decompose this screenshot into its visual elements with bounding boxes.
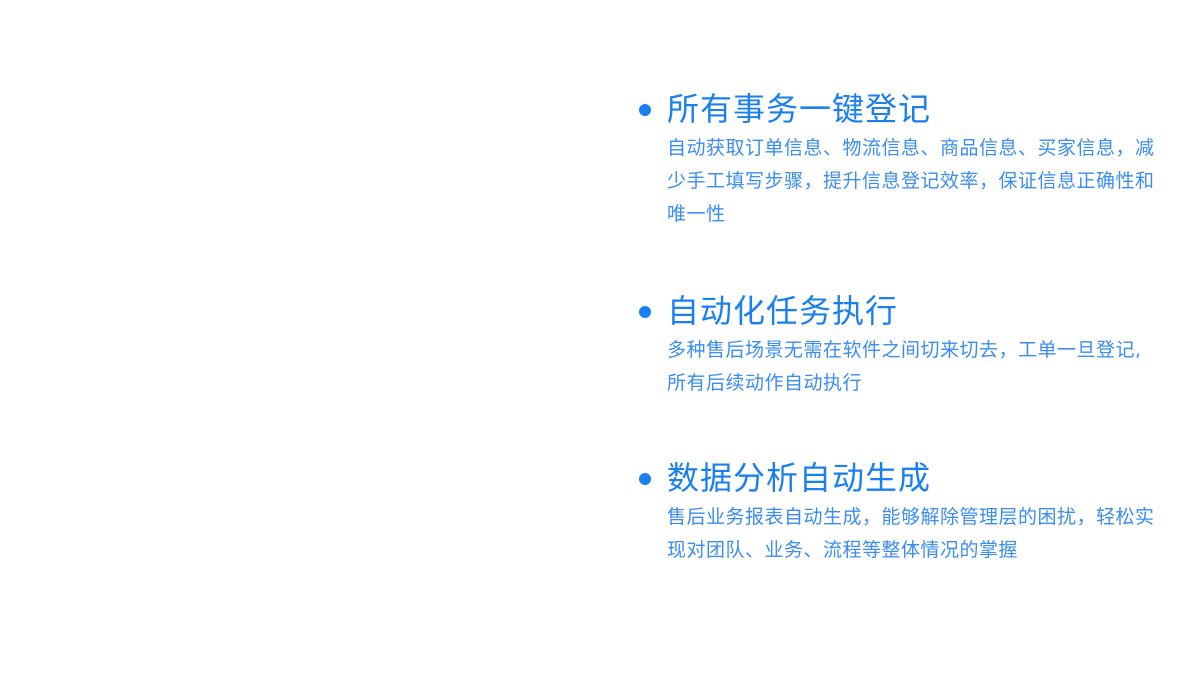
feature-list: 所有事务一键登记 自动获取订单信息、物流信息、商品信息、买家信息，减少手工填写步… [637, 86, 1167, 567]
bullet-dot-icon [639, 306, 651, 318]
feature-item-data-analysis: 数据分析自动生成 售后业务报表自动生成，能够解除管理层的困扰，轻松实现对团队、业… [637, 455, 1167, 567]
feature-title: 数据分析自动生成 [667, 459, 932, 497]
feature-item-one-click-registration: 所有事务一键登记 自动获取订单信息、物流信息、商品信息、买家信息，减少手工填写步… [637, 86, 1167, 288]
bullet-dot-icon [639, 473, 651, 485]
bullet-dot-icon [639, 104, 651, 116]
feature-description: 售后业务报表自动生成，能够解除管理层的困扰，轻松实现对团队、业务、流程等整体情况… [667, 506, 1155, 561]
feature-item-automated-tasks: 自动化任务执行 多种售后场景无需在软件之间切来切去，工单一旦登记,所有后续动作自… [637, 288, 1167, 455]
feature-title: 所有事务一键登记 [667, 90, 932, 128]
feature-description: 自动获取订单信息、物流信息、商品信息、买家信息，减少手工填写步骤，提升信息登记效… [667, 137, 1155, 225]
feature-title: 自动化任务执行 [667, 292, 899, 330]
feature-description: 多种售后场景无需在软件之间切来切去，工单一旦登记,所有后续动作自动执行 [667, 339, 1142, 394]
